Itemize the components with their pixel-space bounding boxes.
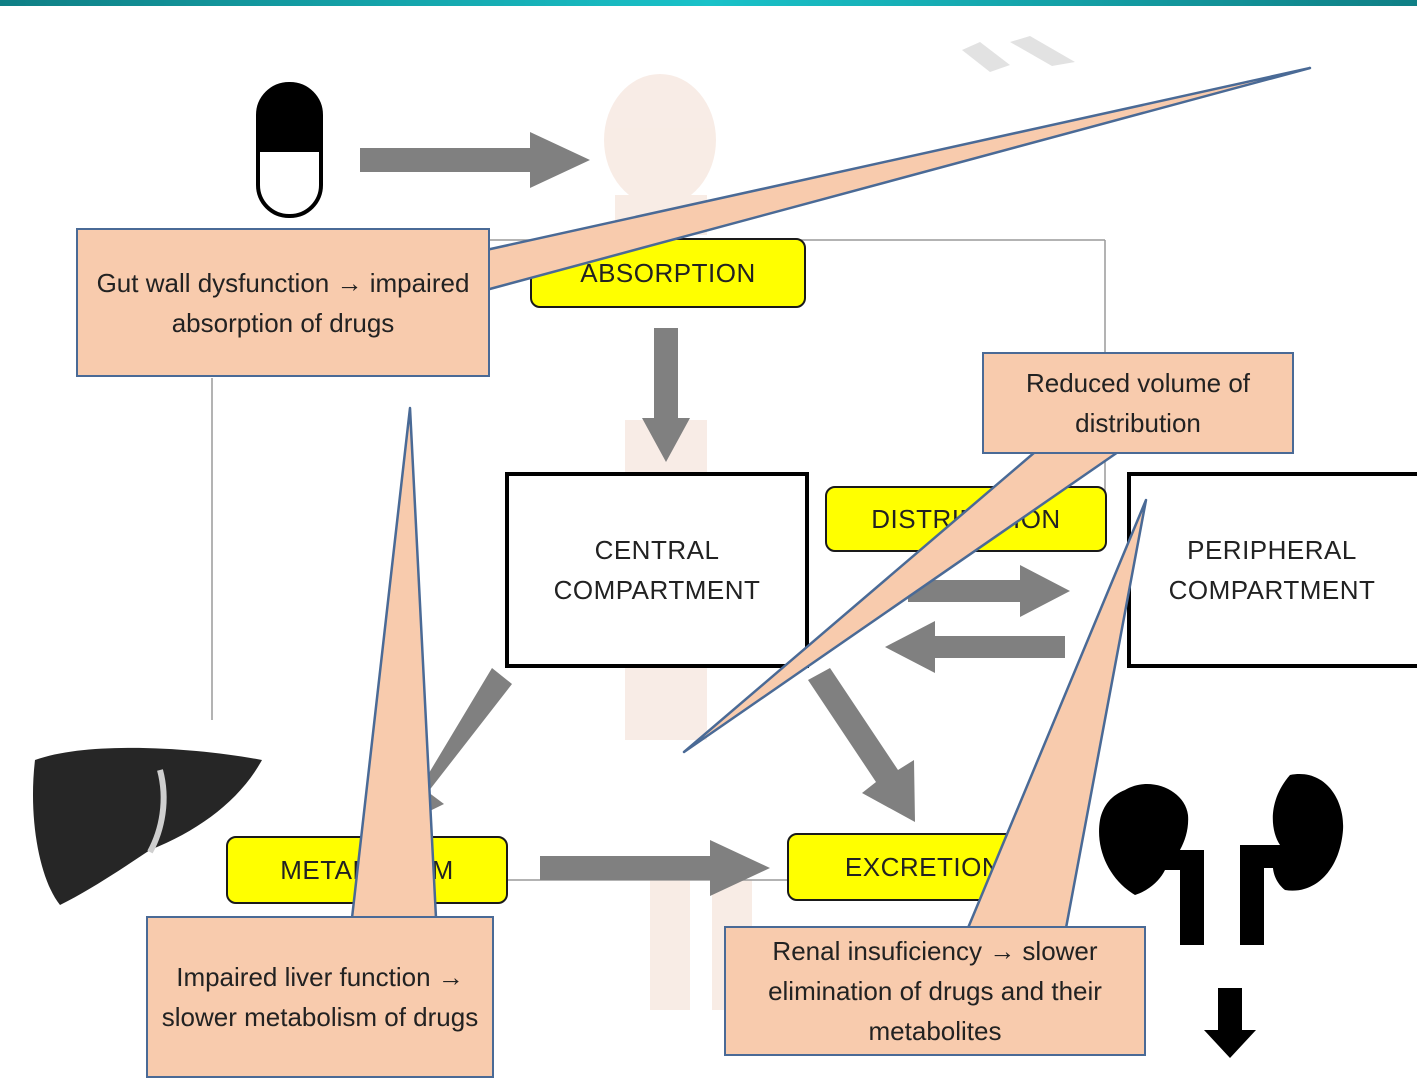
peripheral-compartment-line1: PERIPHERAL [1187, 535, 1357, 565]
central-compartment: CENTRAL COMPARTMENT [505, 472, 809, 668]
central-compartment-line2: COMPARTMENT [553, 575, 761, 605]
distribution-callout: Reduced volume of distribution [982, 352, 1294, 454]
peripheral-compartment-line2: COMPARTMENT [1168, 575, 1376, 605]
renal-callout-tail [966, 498, 1148, 930]
distribution-callout-tail [682, 450, 1120, 754]
arrow-metabolism-to-excretion [540, 840, 770, 896]
gut-callout: Gut wall dysfunction → impaired absorpti… [76, 228, 490, 377]
stage-absorption: ABSORPTION [530, 238, 806, 308]
gut-callout-tail [484, 66, 1312, 292]
kidneys-icon [1099, 774, 1344, 945]
logo-mark [962, 36, 1075, 72]
arrow-pill-to-body [360, 132, 590, 188]
liver-icon [32, 747, 262, 905]
down-arrow-icon [1204, 988, 1256, 1058]
flow-arrows [360, 132, 1070, 896]
arrow-absorption-down [642, 328, 690, 462]
liver-callout-tail [350, 406, 438, 920]
liver-callout: Impaired liver function → slower metabol… [146, 916, 494, 1078]
pill-capsule-icon [256, 82, 323, 218]
central-compartment-line1: CENTRAL [594, 535, 720, 565]
arrow-to-peripheral [908, 565, 1070, 617]
arrow-central-to-excretion [808, 668, 915, 822]
renal-callout: Renal insuficiency → slower elimination … [724, 926, 1146, 1056]
arrow-from-peripheral [885, 621, 1065, 673]
header-bar [0, 0, 1417, 6]
